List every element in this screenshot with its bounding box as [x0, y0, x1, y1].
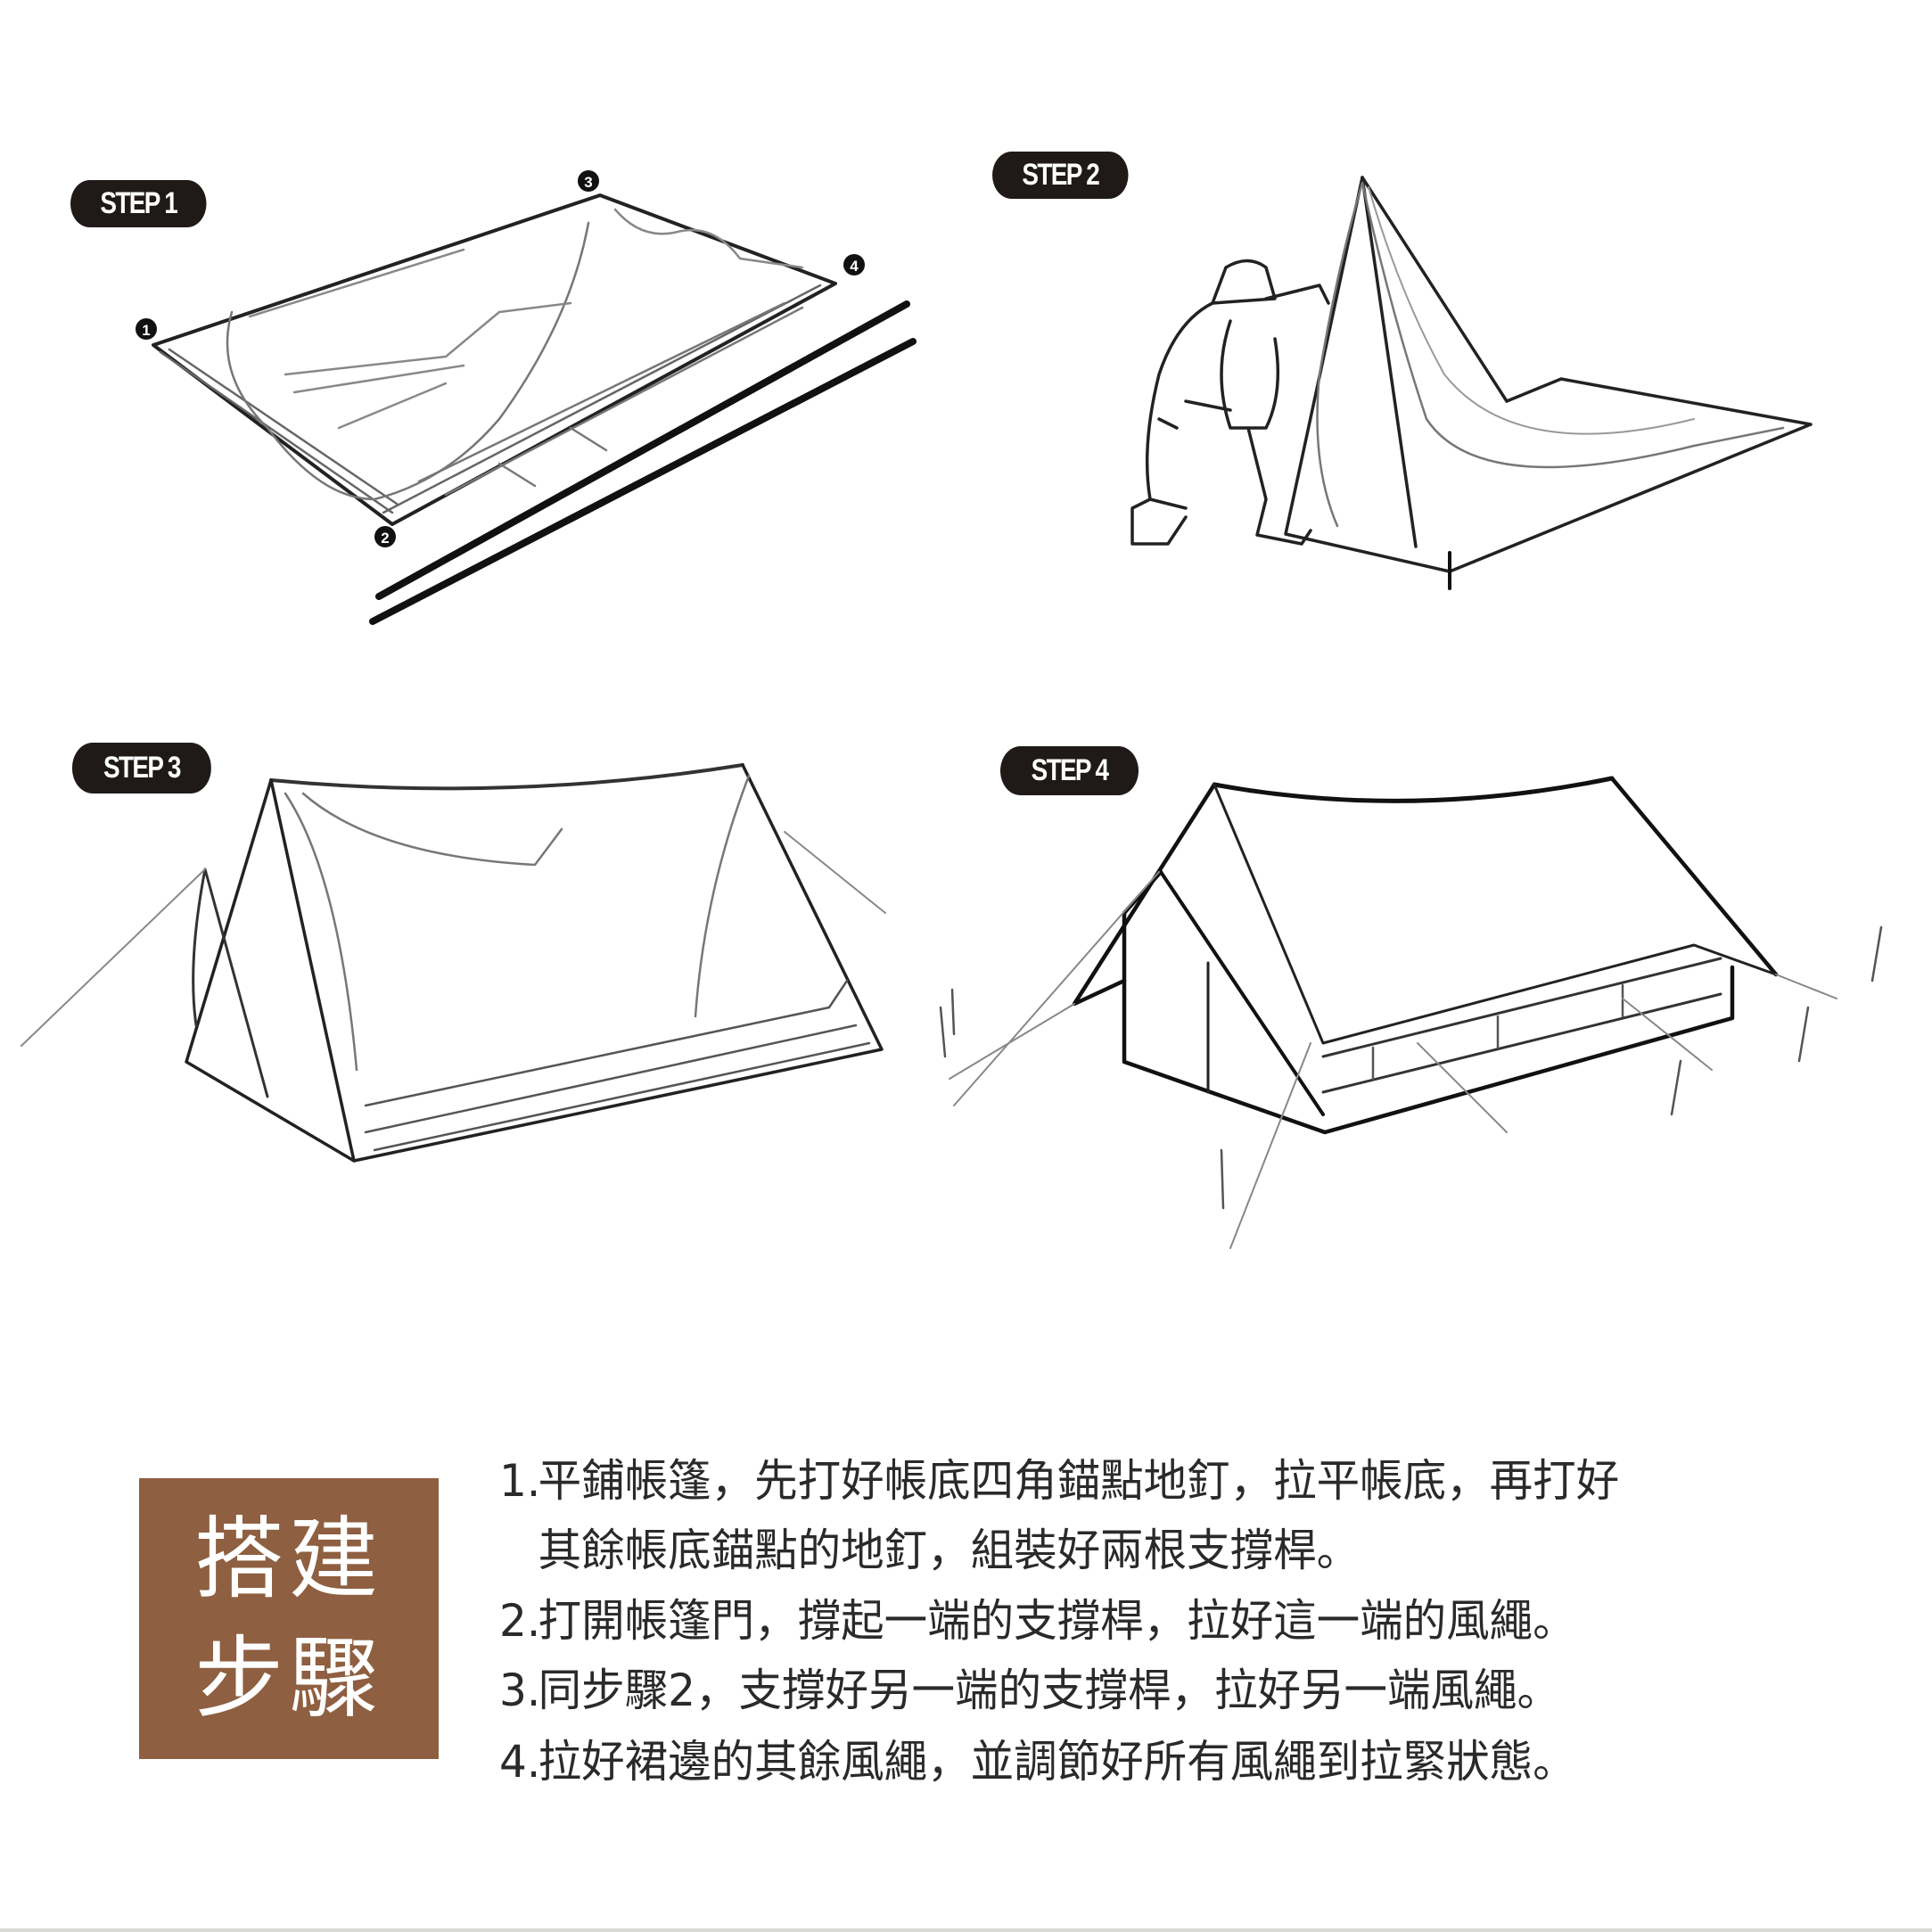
step3-illustration [21, 763, 886, 1163]
svg-text:3: 3 [584, 174, 592, 191]
svg-text:1: 1 [142, 322, 150, 339]
title-line-1: 搭建 [194, 1506, 383, 1611]
instruction-4-number: 4. [499, 1736, 541, 1788]
instruction-1-continued-text: 其餘帳底錨點的地釘，組裝好兩根支撐桿。 [538, 1525, 1361, 1576]
step1-badge-label: STEP 1 [100, 186, 177, 220]
corner-marker-1: 1 [136, 318, 157, 340]
instruction-3: 3.同步驟2，支撐好另一端的支撐桿，拉好另一端風繩。 [499, 1664, 1560, 1717]
person-figure [1130, 259, 1330, 546]
step4-badge: STEP 4 [1000, 746, 1139, 795]
title-line-2: 步驟 [194, 1625, 383, 1731]
bottom-divider [0, 1928, 1932, 1932]
step4-illustration [939, 776, 1883, 1249]
corner-marker-2: 2 [374, 526, 396, 547]
assembly-steps-title-box: 搭建 步驟 [139, 1478, 439, 1759]
svg-text:2: 2 [381, 530, 389, 547]
instruction-1-continued: 其餘帳底錨點的地釘，組裝好兩根支撐桿。 [499, 1524, 1361, 1577]
instruction-1-text: 平鋪帳篷，先打好帳底四角錨點地釘，拉平帳底，再打好 [538, 1455, 1620, 1507]
stake-icons [939, 925, 1883, 1210]
step4-badge-label: STEP 4 [1031, 753, 1109, 787]
step3-badge: STEP 3 [72, 743, 211, 793]
step1-illustration: 1 2 3 4 [136, 170, 917, 625]
instruction-1: 1.平鋪帳篷，先打好帳底四角錨點地釘，拉平帳底，再打好 [499, 1454, 1619, 1508]
instruction-2: 2.打開帳篷門，撐起一端的支撐桿，拉好這一端的風繩。 [499, 1594, 1576, 1648]
instruction-4: 4.拉好裙邊的其餘風繩，並調節好所有風繩到拉緊狀態。 [499, 1735, 1576, 1788]
instruction-2-number: 2. [499, 1595, 541, 1647]
instruction-3-text: 同步驟2，支撐好另一端的支撐桿，拉好另一端風繩。 [538, 1665, 1561, 1716]
instruction-2-text: 打開帳篷門，撐起一端的支撐桿，拉好這一端的風繩。 [538, 1595, 1576, 1647]
instruction-1-number: 1. [499, 1455, 541, 1507]
step2-badge-label: STEP 2 [1022, 158, 1099, 192]
instruction-3-number: 3. [499, 1665, 541, 1716]
corner-marker-3: 3 [578, 170, 599, 192]
step3-badge-label: STEP 3 [103, 751, 181, 785]
instruction-4-text: 拉好裙邊的其餘風繩，並調節好所有風繩到拉緊狀態。 [538, 1736, 1576, 1788]
guy-lines [949, 871, 1837, 1249]
step2-illustration [1130, 176, 1813, 590]
svg-text:4: 4 [850, 258, 859, 275]
step2-badge: STEP 2 [992, 152, 1129, 199]
corner-marker-4: 4 [843, 254, 865, 275]
step1-badge: STEP 1 [70, 180, 207, 227]
